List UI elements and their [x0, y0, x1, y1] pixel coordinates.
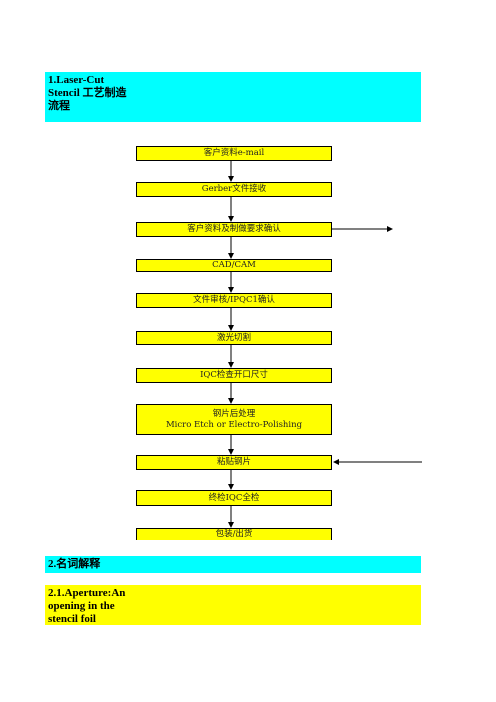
- section-2-1-definition: 2.1.Aperture:An opening in the stencil f…: [45, 585, 421, 625]
- flow-step-customer-email: 客户资料e-mail: [136, 146, 332, 161]
- section-2-title: 2.名词解释: [48, 558, 101, 570]
- flow-step-laser-cut: 激光切割: [136, 331, 332, 345]
- flow-step-cad-cam: CAD/CAM: [136, 259, 332, 272]
- flow-step-label: 终检IQC全检: [208, 492, 260, 503]
- definition-line2: opening in the: [48, 600, 115, 612]
- flow-step-file-review: 文件审核/IPQC1确认: [136, 293, 332, 308]
- flow-step-label: CAD/CAM: [212, 260, 256, 270]
- section-1-title-line2: Stencil 工艺制造: [48, 87, 127, 99]
- section-2-header: 2.名词解释: [45, 556, 421, 573]
- flow-step-requirement-confirm: 客户资料及制做要求确认: [136, 222, 332, 237]
- flow-step-final-inspection: 终检IQC全检: [136, 490, 332, 506]
- flow-step-pack-ship: 包装/出货: [136, 528, 332, 540]
- definition-line1: 2.1.Aperture:An: [48, 587, 126, 599]
- section-1-title-line1: 1.Laser-Cut: [48, 74, 105, 86]
- flow-step-sublabel: Micro Etch or Electro-Polishing: [165, 419, 303, 430]
- flow-step-label: 钢片后处理: [212, 408, 256, 419]
- section-1-header: 1.Laser-Cut Stencil 工艺制造 流程: [45, 72, 421, 122]
- flow-step-label: 包装/出货: [215, 529, 253, 539]
- flow-step-label: 文件审核/IPQC1确认: [193, 295, 275, 305]
- flow-step-label: 客户资料e-mail: [203, 148, 265, 158]
- flow-step-gerber-receive: Gerber文件接收: [136, 182, 332, 197]
- flow-step-label: 粘贴钢片: [216, 457, 251, 467]
- flow-step-label: 客户资料及制做要求确认: [187, 224, 281, 234]
- flow-step-label: 激光切割: [216, 332, 251, 343]
- section-1-title-line3: 流程: [48, 100, 70, 112]
- flow-step-label: Gerber文件接收: [201, 184, 267, 194]
- definition-line3: stencil foil: [48, 613, 96, 625]
- flow-step-label: IQC检查开口尺寸: [200, 370, 268, 380]
- flow-step-post-process: 钢片后处理 Micro Etch or Electro-Polishing: [136, 404, 332, 435]
- flow-step-glue-stencil: 粘贴钢片: [136, 455, 332, 470]
- flow-step-iqc-aperture: IQC检查开口尺寸: [136, 368, 332, 383]
